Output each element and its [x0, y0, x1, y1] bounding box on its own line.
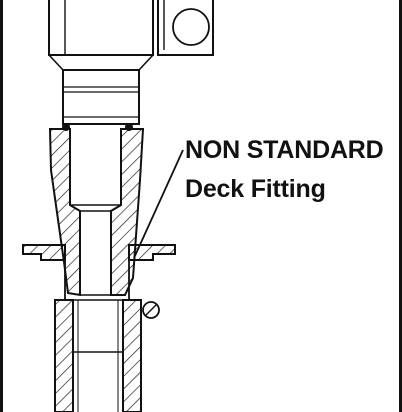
adjustment-knob-icon — [157, 0, 214, 56]
deck-flange — [22, 244, 176, 300]
tapered-nozzle — [48, 128, 145, 297]
deck-fitting-pipe — [54, 299, 142, 412]
deck-fitting-diagram — [22, 0, 214, 412]
upper-stem — [62, 69, 140, 125]
locking-pin — [142, 301, 160, 319]
upper-body — [48, 0, 154, 71]
callout-leader-line — [133, 149, 184, 259]
callout-label-line1: NON STANDARD — [185, 136, 384, 164]
callout-label-line2: Deck Fitting — [185, 175, 326, 203]
